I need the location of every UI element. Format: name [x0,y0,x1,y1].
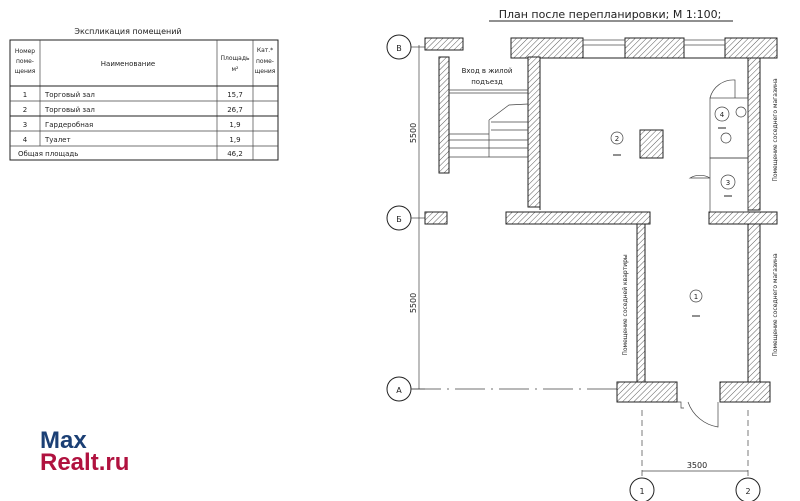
explication-table: Экспликация помещений Номер поме- щения … [9,27,279,161]
header-name: Наименование [101,60,155,68]
row-number: 2 [23,106,27,114]
axis-marker-1: 1 [629,477,655,501]
row-name: Торговый зал [44,106,95,114]
row-name: Гардеробная [45,121,93,129]
room-number-4: 4 [720,111,725,119]
row-area: 26,7 [227,106,243,114]
table-title: Экспликация помещений [74,27,181,36]
watermark-line2: Realt.ru [40,449,130,476]
header-area-2: м² [232,66,240,73]
neighbor-flat-label: Помещение соседней квартиры [622,254,629,356]
room-number-2: 2 [615,135,619,143]
door-swing-wardrobe [688,174,711,179]
svg-text:В: В [396,44,402,53]
header-cat-3: щения [255,68,276,75]
walls [424,37,778,403]
row-number: 1 [23,91,27,99]
header-area-1: Площадь [220,55,249,62]
wc-block: 4 3 [688,79,749,213]
toilet-icon [720,132,732,144]
row-area: 15,7 [227,91,243,99]
column [639,129,664,159]
row-area: 1,9 [229,136,240,144]
svg-text:А: А [396,386,402,395]
staircase: Вход в жилой подъезд [449,67,529,158]
table-row: 3 Гардеробная 1,9 [23,121,241,129]
svg-text:2: 2 [745,487,750,496]
room-number-3: 3 [726,179,730,187]
table-row: 2 Торговый зал 26,7 [23,106,243,114]
svg-text:1: 1 [639,487,644,496]
header-number-1: Номер [15,48,35,55]
watermark-line1: Max [40,427,87,454]
dimension-bottom: 5500 [409,293,418,313]
row-name: Торговый зал [44,91,95,99]
neighbor-shop-label-top: Помещение соседнего магазина [772,78,779,182]
axis-marker-v: В [386,34,412,60]
row-number: 3 [23,121,27,129]
dimension-top: 5500 [409,123,418,143]
entry-door [677,401,719,428]
entrance-label-2: подъезд [471,78,503,86]
room-number-1: 1 [694,293,698,301]
axis-marker-a: А [386,376,412,402]
header-cat-2: поме- [256,58,274,65]
entrance-label-1: Вход в жилой [462,67,513,75]
table-row: 4 Туалет 1,9 [23,136,241,144]
total-label: Общая площадь [18,150,78,158]
svg-text:Б: Б [396,215,402,224]
dimension-horizontal: 3500 [687,461,707,470]
axis-marker-2: 2 [735,477,761,501]
row-area: 1,9 [229,121,240,129]
neighbor-shop-label-bottom: Помещение соседнего магазина [772,253,779,357]
sink-icon [735,106,747,118]
door-swing-wc [709,79,736,99]
header-cat-1: Кат.* [257,47,273,54]
header-number-2: поме- [16,58,34,65]
row-name: Туалет [44,136,71,144]
header-number-3: щения [15,68,36,75]
axis-marker-b: Б [386,205,412,231]
row-number: 4 [23,136,28,144]
total-value: 46,2 [227,150,243,158]
table-row: 1 Торговый зал 15,7 [23,91,243,99]
plan-title: План после перепланировки; М 1:100; [499,8,722,21]
